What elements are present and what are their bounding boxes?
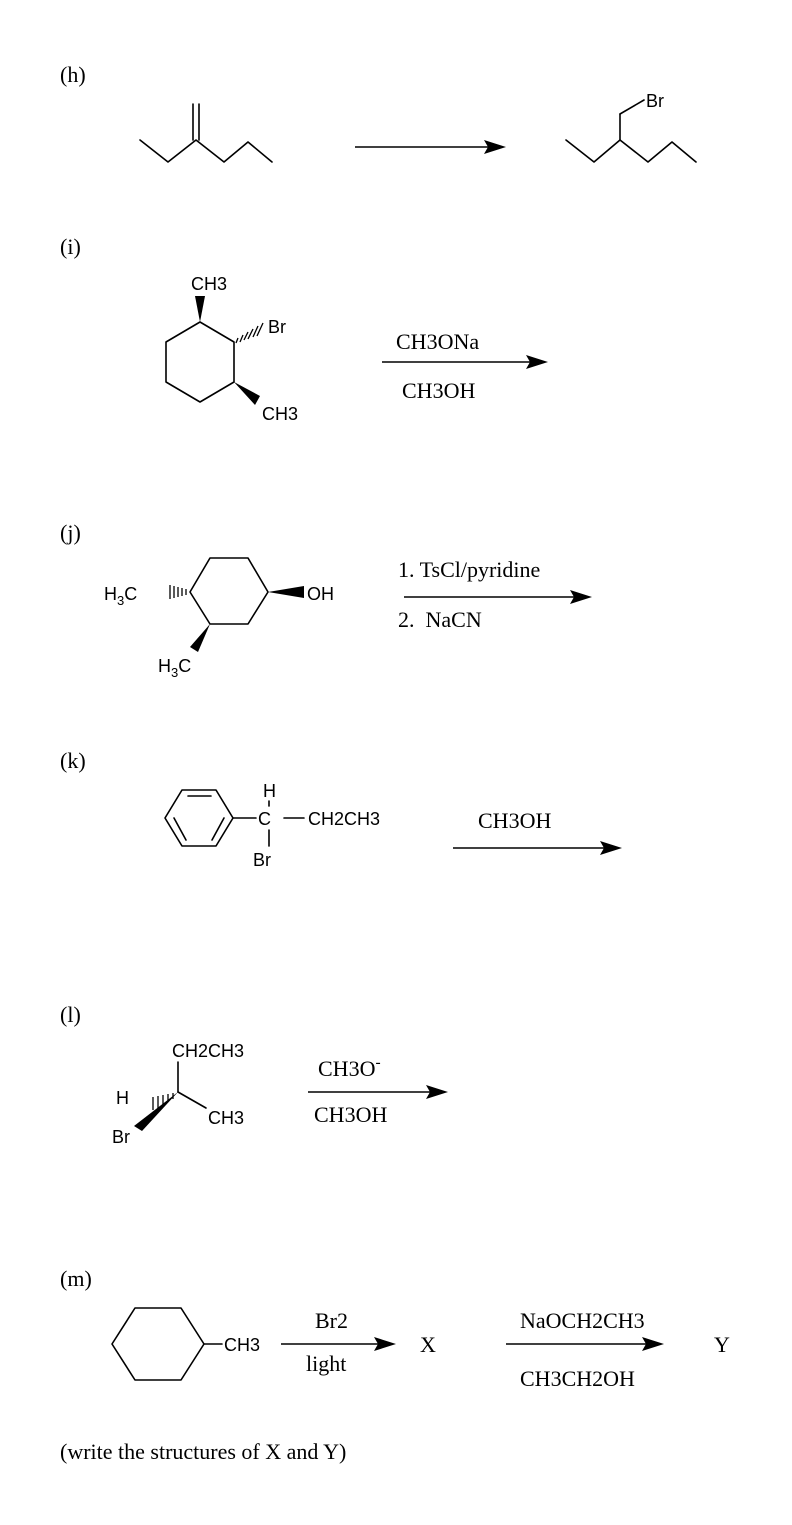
l-ethyl-label: CH2CH3	[172, 1041, 244, 1061]
k-reaction-arrow: CH3OH	[453, 808, 622, 855]
j-reaction-arrow: 1. TsCl/pyridine 2. NaCN	[398, 557, 592, 632]
j-hash-left	[169, 585, 187, 599]
j-wedge-bottom	[190, 624, 210, 652]
i-top-methyl: CH3	[191, 274, 227, 294]
m-step2-below: CH3CH2OH	[520, 1366, 635, 1391]
k-h-label: H	[263, 781, 276, 801]
m-substrate-methylcyclohexane: CH3	[111, 1307, 260, 1381]
l-reagent-below: CH3OH	[314, 1102, 387, 1127]
h-br-label: Br	[646, 91, 664, 111]
k-benzene-ring	[164, 789, 234, 847]
k-ethyl-label: CH2CH3	[308, 809, 380, 829]
l-substrate-stereocenter: CH2CH3 H CH3 Br	[112, 1041, 244, 1147]
k-c-label: C	[258, 809, 271, 829]
l-reaction-arrow: CH3O- CH3OH	[308, 1054, 448, 1127]
j-left-methyl: H3​C	[104, 584, 137, 608]
m-methyl-label: CH3	[224, 1335, 260, 1355]
j-substrate-cyclohexane: H3​C OH H3​C	[104, 557, 334, 680]
m-step1-below: light	[306, 1351, 346, 1376]
i-hash-bromo	[235, 322, 264, 344]
h-reaction-arrow	[355, 140, 506, 154]
problem-h: (h) Br	[60, 62, 697, 163]
label-i: (i)	[60, 234, 81, 259]
problem-m: (m) CH3 Br2 light X NaOCH2CH3 CH3CH2OH Y…	[60, 1266, 730, 1464]
label-j: (j)	[60, 520, 81, 545]
m-cyclohexane-ring	[111, 1307, 205, 1381]
label-l: (l)	[60, 1002, 81, 1027]
j-step1: 1. TsCl/pyridine	[398, 557, 540, 582]
label-m: (m)	[60, 1266, 92, 1291]
i-wedge-top	[195, 296, 205, 322]
i-reagent-above: CH3ONa	[396, 329, 479, 354]
m-step2-arrow: NaOCH2CH3 CH3CH2OH	[506, 1308, 664, 1391]
h-product-bromide: Br	[565, 91, 697, 163]
m-step1-arrow: Br2 light	[281, 1308, 396, 1376]
i-substrate-cyclohexane: CH3 Br CH3	[165, 274, 298, 424]
problem-l: (l) CH2CH3 H CH3 Br CH3O- CH3OH	[60, 1002, 448, 1147]
k-reagent-above: CH3OH	[478, 808, 551, 833]
label-h: (h)	[60, 62, 86, 87]
j-step2: 2. NaCN	[398, 607, 482, 632]
l-methyl-label: CH3	[208, 1108, 244, 1128]
l-br-label: Br	[112, 1127, 130, 1147]
i-bottom-methyl: CH3	[262, 404, 298, 424]
i-bromo-label: Br	[268, 317, 286, 337]
i-reagent-below: CH3OH	[402, 378, 475, 403]
k-br-label: Br	[253, 850, 271, 870]
label-k: (k)	[60, 748, 86, 773]
problem-i: (i) CH3 Br CH3 CH3ONa CH3OH	[60, 234, 548, 424]
m-product-y: Y	[714, 1332, 730, 1357]
j-bottom-methyl: H3​C	[158, 656, 191, 680]
l-wedge-br	[134, 1092, 178, 1131]
m-instruction: (write the structures of X and Y)	[60, 1439, 346, 1464]
k-substrate-benzylic-bromide: H C CH2CH3 Br	[164, 781, 380, 870]
j-hydroxyl: OH	[307, 584, 334, 604]
m-step2-above: NaOCH2CH3	[520, 1308, 645, 1333]
h-substrate-alkene	[139, 103, 273, 163]
m-step1-above: Br2	[315, 1308, 348, 1333]
m-intermediate-x: X	[420, 1332, 436, 1357]
j-wedge-oh	[268, 586, 304, 598]
i-reaction-arrow: CH3ONa CH3OH	[382, 329, 548, 403]
i-wedge-bottom	[234, 382, 260, 405]
problem-j: (j) H3​C OH H3​C 1. TsCl/pyridine 2. NaC…	[60, 520, 592, 680]
l-h-label: H	[116, 1088, 129, 1108]
l-reagent-above: CH3O-	[318, 1054, 381, 1081]
problem-k: (k) H C CH2CH3 Br CH3OH	[60, 748, 622, 870]
